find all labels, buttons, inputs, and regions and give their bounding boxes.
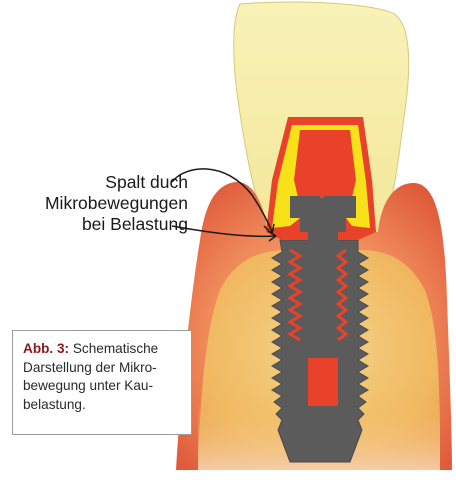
caption-line: Darstellung der Mikro- xyxy=(23,359,183,378)
screw-head xyxy=(290,196,356,218)
figure-caption: Abb. 3: Schematische Darstellung der Mik… xyxy=(12,330,192,435)
figure-label: Abb. 3: xyxy=(23,341,69,356)
screw-slot xyxy=(320,188,324,198)
screw-tip xyxy=(308,358,338,406)
annotation-line: bei Belastung xyxy=(22,214,188,235)
caption-line: Schematische xyxy=(73,341,158,356)
annotation-line: Spalt duch xyxy=(22,172,188,193)
gap-annotation: Spalt duch Mikrobewegungen bei Belastung xyxy=(22,172,188,235)
annotation-line: Mikrobewegungen xyxy=(22,193,188,214)
caption-line: bewegung unter Kau- xyxy=(23,377,183,396)
caption-line: belastung. xyxy=(23,396,183,415)
